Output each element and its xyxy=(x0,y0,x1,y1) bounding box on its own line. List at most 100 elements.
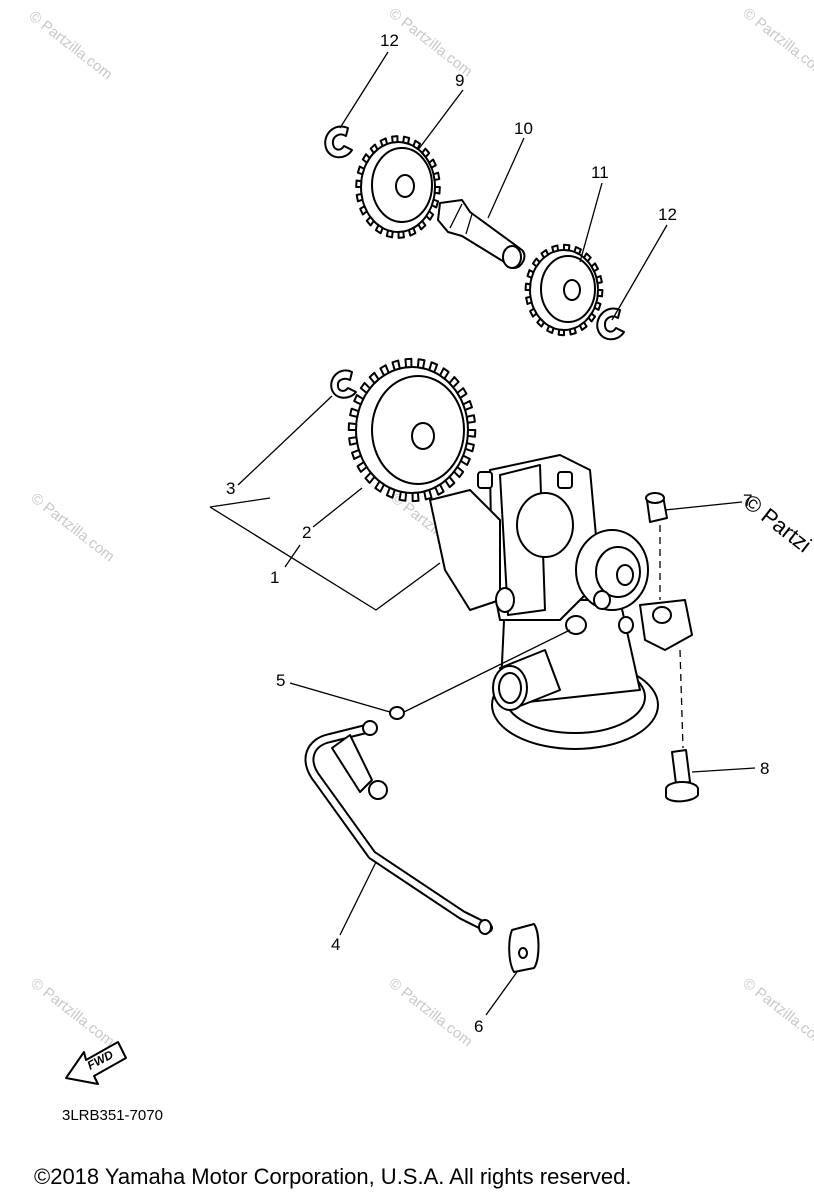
label-4: 4 xyxy=(331,935,340,954)
gear-tooth xyxy=(453,466,465,479)
delivery-pipe-4 xyxy=(304,720,493,935)
bolt-8 xyxy=(665,749,699,803)
watermark: © Partzilla.com xyxy=(28,975,118,1051)
gear-tooth xyxy=(417,220,427,231)
gear-tooth xyxy=(573,246,582,256)
gear-tooth xyxy=(374,480,385,493)
label-8: 8 xyxy=(760,759,769,778)
leader-lines xyxy=(209,51,756,1016)
gear-tooth xyxy=(379,137,389,148)
gear-tooth xyxy=(557,328,565,337)
gear-tooth xyxy=(466,429,477,438)
circlip-12-left xyxy=(324,125,353,159)
gear-tooth xyxy=(465,414,476,424)
gear-tooth xyxy=(364,471,376,484)
gear-tooth xyxy=(428,361,439,374)
gear-tooth xyxy=(356,165,366,176)
o-ring-5 xyxy=(389,706,405,720)
gear-tooth xyxy=(351,449,362,460)
circlip-3 xyxy=(330,369,357,399)
gear-tooth xyxy=(391,135,399,144)
gear-tooth xyxy=(444,475,456,489)
dowel-pin-7 xyxy=(645,492,668,523)
label-12-top: 12 xyxy=(380,31,399,50)
gear-tooth xyxy=(359,381,371,394)
gear-tooth xyxy=(430,198,440,209)
gear-tooth xyxy=(595,275,603,285)
driven-gear-2 xyxy=(347,357,477,503)
gear-tooth xyxy=(407,226,417,237)
gear-tooth xyxy=(439,367,450,380)
callout-labels: 12 9 10 11 12 3 2 1 7 5 8 4 6 xyxy=(226,31,769,1036)
label-1: 1 xyxy=(270,568,279,587)
gear-tooth xyxy=(412,139,422,150)
gear-tooth xyxy=(385,486,396,499)
gear-tooth xyxy=(531,257,541,268)
gear-tooth xyxy=(568,327,577,336)
gear-tooth xyxy=(368,371,380,385)
label-11: 11 xyxy=(591,163,609,182)
watermark: © Partzilla.com xyxy=(740,975,814,1051)
gear-tooth xyxy=(398,490,408,502)
label-9: 9 xyxy=(455,71,464,90)
watermark: © Partzilla.com xyxy=(26,8,116,84)
gear-tooth xyxy=(385,229,394,239)
gear-tooth xyxy=(526,269,535,279)
gear-tooth xyxy=(411,491,420,503)
gear-tooth xyxy=(428,158,437,169)
gear-tooth xyxy=(402,135,411,145)
gear-tooth xyxy=(582,252,592,263)
gear-tooth xyxy=(590,262,599,273)
gear-tooth xyxy=(379,364,390,377)
gear-tooth xyxy=(374,224,384,235)
label-6: 6 xyxy=(474,1017,483,1036)
label-12-right: 12 xyxy=(658,205,677,224)
gear-tooth xyxy=(397,230,405,239)
copyright-footer: ©2018 Yamaha Motor Corporation, U.S.A. A… xyxy=(34,1164,631,1189)
gear-tooth xyxy=(529,307,538,318)
gear-tooth xyxy=(593,301,602,311)
gear-tooth xyxy=(456,387,468,399)
gear-tooth xyxy=(361,153,371,164)
gear-tooth xyxy=(349,407,360,418)
label-3: 3 xyxy=(226,479,235,498)
gear-tooth xyxy=(551,244,560,253)
label-5: 5 xyxy=(276,671,285,690)
diagram-code: 3LRB351-7070 xyxy=(62,1107,163,1124)
gear-tooth xyxy=(416,358,426,370)
gear-9 xyxy=(355,135,441,239)
gear-tooth xyxy=(434,483,445,496)
gear-tooth xyxy=(525,295,533,305)
gear-tooth xyxy=(353,394,365,406)
fwd-arrow-icon: FWD xyxy=(65,1041,127,1085)
gear-tooth xyxy=(464,442,475,453)
gear-tooth xyxy=(563,243,571,252)
gear-tooth xyxy=(578,321,588,331)
gear-tooth xyxy=(459,454,471,466)
gear-tooth xyxy=(391,359,401,372)
gear-tooth xyxy=(524,282,532,291)
watermark: © Partzilla.com xyxy=(28,490,118,566)
gear-tooth xyxy=(425,210,435,221)
gear-tooth xyxy=(355,179,363,188)
circlip-12-right xyxy=(596,307,625,341)
gear-tooth xyxy=(365,215,375,227)
oil-pump-assembly xyxy=(429,454,693,750)
gear-tooth xyxy=(536,317,546,328)
damper-6 xyxy=(508,923,540,973)
gear-tooth xyxy=(587,312,597,323)
gear-tooth xyxy=(356,461,368,473)
gear-tooth xyxy=(462,400,473,411)
gear-tooth xyxy=(404,357,413,369)
gear-tooth xyxy=(421,147,431,159)
label-2: 2 xyxy=(302,523,311,542)
gear-tooth xyxy=(448,376,460,389)
label-7: 7 xyxy=(743,491,752,510)
gear-tooth xyxy=(359,205,368,216)
watermark: © Partzilla.com xyxy=(386,5,476,81)
gear-tooth xyxy=(348,436,359,446)
gear-11 xyxy=(524,243,604,337)
gear-tooth xyxy=(596,289,604,298)
gear-tooth xyxy=(423,488,433,501)
